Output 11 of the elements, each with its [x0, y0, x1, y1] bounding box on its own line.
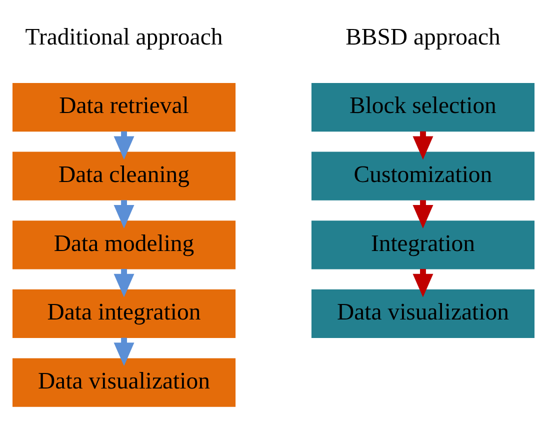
- node-box: Data visualization: [12, 358, 236, 407]
- label: Traditional approach: [25, 24, 223, 50]
- node-box: Data modeling: [12, 220, 236, 270]
- node-box: Data retrieval: [12, 82, 236, 132]
- node-box: Integration: [311, 220, 534, 270]
- node-box: Data cleaning: [12, 152, 236, 200]
- node-box: Data visualization: [311, 289, 534, 338]
- label: BBSD approach: [346, 24, 500, 50]
- node-box: Block selection: [311, 82, 534, 132]
- node-box: Customization: [311, 152, 534, 200]
- node-box: Data integration: [12, 289, 236, 338]
